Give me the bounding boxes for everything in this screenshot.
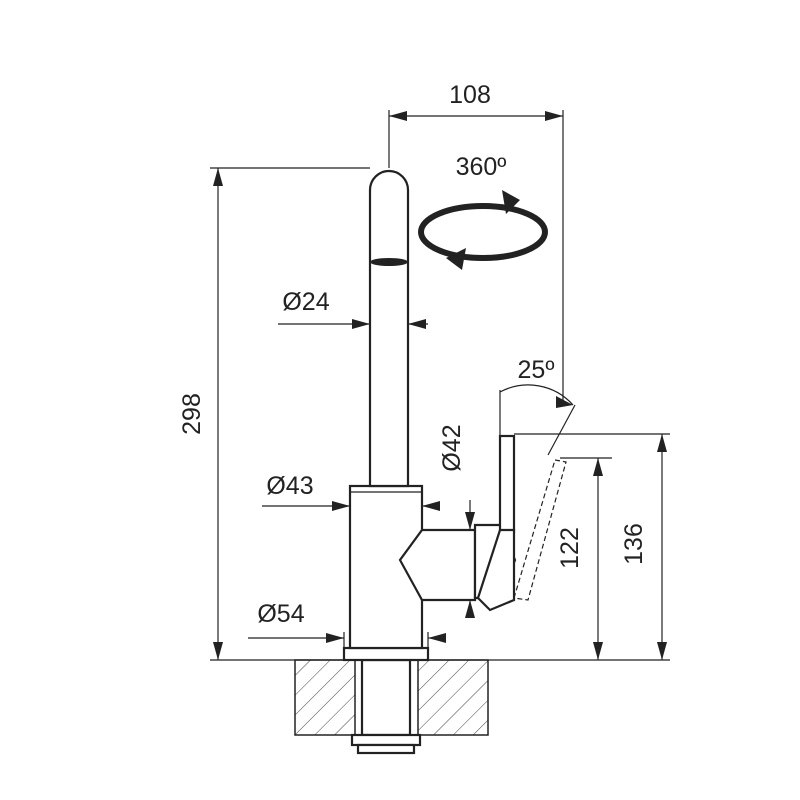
lever-angle-label: 25º <box>518 356 555 384</box>
rotation-arrow-icon <box>418 203 548 261</box>
outlet-height-label: 122 <box>556 527 584 569</box>
outlet-height-dimension: 122 <box>556 457 612 660</box>
spout-diameter-label: Ø24 <box>282 288 329 316</box>
base-flange <box>342 646 430 662</box>
lever-diameter-label: Ø42 <box>438 424 466 471</box>
spout-diameter-dimension: Ø24 <box>278 288 428 329</box>
rotation-label: 360º <box>456 153 507 181</box>
rotation-symbol: 360º <box>418 153 548 270</box>
reach-dimension: 108 <box>388 81 564 405</box>
base-diameter-label: Ø54 <box>257 600 304 628</box>
reach-label: 108 <box>449 81 491 109</box>
lever-height-dimension: 136 <box>514 433 670 660</box>
body-diameter-label: Ø43 <box>266 472 313 500</box>
base-diameter-dimension: Ø54 <box>248 600 446 656</box>
lever-tilt-outline <box>513 404 576 601</box>
lever-angle-dimension: 25º <box>499 356 574 436</box>
total-height-label: 298 <box>178 393 206 435</box>
faucet-spout <box>368 169 410 488</box>
body-diameter-dimension: Ø43 <box>262 472 440 511</box>
lever-assembly <box>398 434 517 612</box>
total-height-dimension: 298 <box>178 167 370 660</box>
lever-height-label: 136 <box>620 523 648 565</box>
countertop-section <box>210 659 670 736</box>
lever-diameter-dimension: Ø42 <box>438 424 475 618</box>
mounting-shank <box>350 658 422 755</box>
